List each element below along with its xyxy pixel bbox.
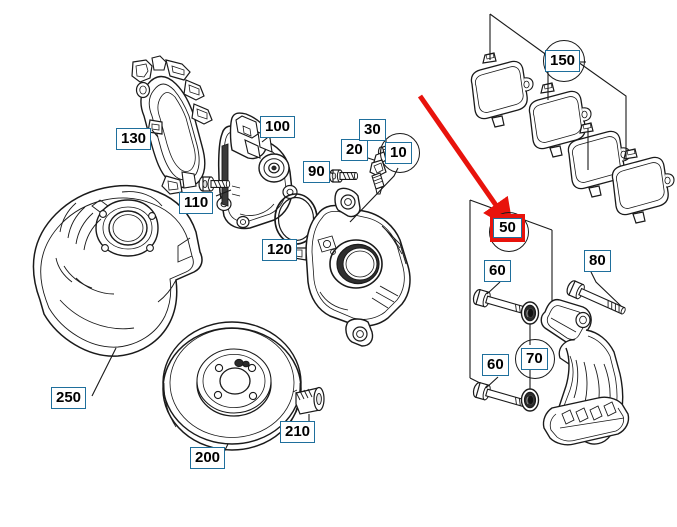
callout-label-70[interactable]: 70	[521, 348, 548, 370]
leader-20	[367, 157, 375, 161]
part-130-retaining-clip	[131, 55, 213, 195]
callout-label-50[interactable]: 50	[493, 218, 522, 238]
leader-60-lower	[485, 376, 499, 389]
callout-label-250[interactable]: 250	[51, 387, 87, 409]
callout-label-30[interactable]: 30	[359, 119, 386, 141]
callout-label-80[interactable]: 80	[584, 250, 611, 272]
part-10-caliper-housing	[293, 187, 411, 347]
callout-circle-150	[543, 40, 585, 82]
callout-label-200[interactable]: 200	[190, 447, 226, 469]
leader-90	[329, 171, 334, 175]
callout-label-130[interactable]: 130	[116, 128, 152, 150]
callout-label-100[interactable]: 100	[260, 116, 296, 138]
part-250-splash-shield	[32, 184, 203, 357]
callout-label-110[interactable]: 110	[179, 192, 214, 214]
leader-110	[215, 189, 232, 197]
callout-label-210[interactable]: 210	[280, 421, 316, 443]
leader-80	[590, 271, 622, 307]
part-70-guide-pin-boot-lower	[520, 388, 540, 412]
callout-label-120[interactable]: 120	[262, 239, 298, 261]
callout-label-60-upper[interactable]: 60	[484, 260, 511, 282]
part-200-brake-disc	[162, 321, 302, 451]
red-pointer-arrow	[417, 94, 514, 231]
leader-60-upper	[486, 281, 501, 295]
callout-label-20[interactable]: 20	[341, 139, 368, 161]
callout-circle-70	[515, 339, 555, 379]
part-70-guide-pin-boot-upper	[520, 301, 540, 325]
leader-130	[151, 129, 159, 138]
callout-circle-10	[380, 133, 420, 173]
callout-label-10[interactable]: 10	[385, 142, 412, 164]
part-90-stud	[329, 169, 359, 183]
part-110-actuator-bolt	[198, 176, 231, 192]
callout-highlight-50[interactable]: 50	[490, 214, 525, 242]
callout-circle-50	[489, 212, 529, 252]
callout-label-150[interactable]: 150	[545, 50, 581, 72]
part-210-disc-screw	[292, 386, 325, 415]
leader-250	[91, 347, 117, 397]
part-50-carrier-bracket	[540, 298, 630, 446]
callout-label-60-lower[interactable]: 60	[482, 354, 509, 376]
callout-label-90[interactable]: 90	[303, 161, 330, 183]
